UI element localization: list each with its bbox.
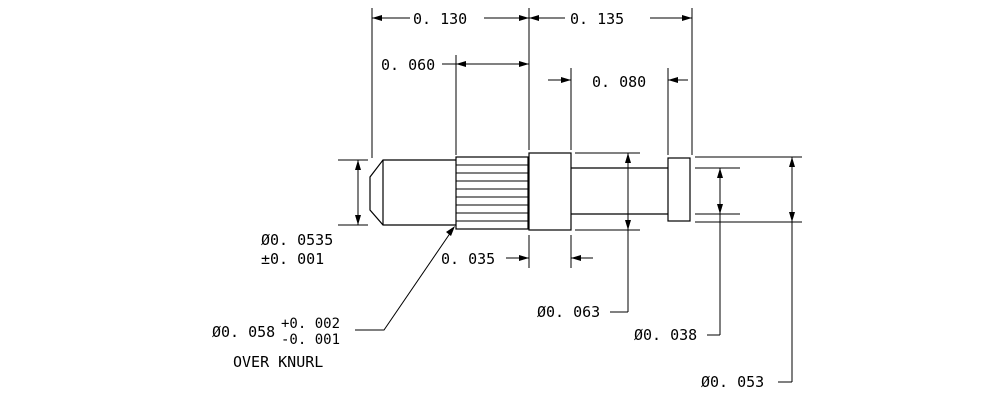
extension-lines <box>338 8 802 268</box>
dia-058-tol-plus: +0. 002 <box>281 316 340 332</box>
dimension-lines <box>355 15 795 383</box>
dia-058-tol-minus: -0. 001 <box>281 332 340 348</box>
dia-058-label: Ø0. 058 <box>212 323 275 341</box>
dim-0130-label: 0. 130 <box>413 10 467 28</box>
dia-063-label: Ø0. 063 <box>537 303 600 321</box>
dimension-labels: 0. 130 0. 135 0. 060 0. 080 0. 035 Ø0. 0… <box>212 10 764 391</box>
dim-0060-label: 0. 060 <box>381 56 435 74</box>
dim-0080-label: 0. 080 <box>592 73 646 91</box>
over-knurl-note: OVER KNURL <box>233 353 323 371</box>
dia-0535-label: Ø0. 0535 <box>261 231 333 249</box>
dia-038-label: Ø0. 038 <box>634 326 697 344</box>
dim-0135-label: 0. 135 <box>570 10 624 28</box>
part-outline <box>369 152 691 231</box>
dia-053-label: Ø0. 053 <box>701 373 764 391</box>
dim-0035-label: 0. 035 <box>441 250 495 268</box>
knurl-lines <box>456 164 528 222</box>
dia-0535-tolerance: ±0. 001 <box>261 250 324 268</box>
